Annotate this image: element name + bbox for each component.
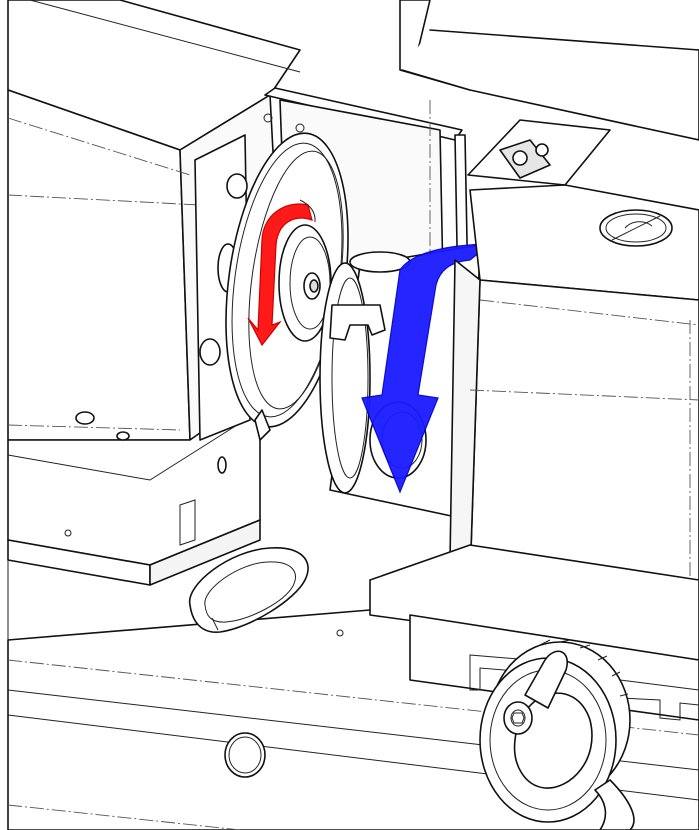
- curved-arrow-down-icon: [247, 203, 313, 347]
- handwheel-hub-screw: [503, 701, 533, 735]
- wheel-rotation-arrow: [247, 199, 316, 347]
- curved-arrow-down-icon: [361, 243, 492, 494]
- sensor-block: [467, 119, 611, 186]
- wheel-hub-and-nut: [278, 224, 332, 342]
- handwheel-handle[interactable]: [524, 650, 569, 709]
- base-plug: [224, 732, 266, 778]
- mount-bolt-upper: [226, 173, 248, 199]
- chuck-rotation-arrow: [361, 243, 492, 494]
- no-hands-warning-icon: [599, 209, 673, 247]
- base-bolt: [75, 411, 95, 425]
- cross-slide-handwheel[interactable]: [479, 639, 635, 830]
- coolant-slot: [189, 547, 309, 633]
- workhead-housing: [449, 184, 699, 621]
- mount-bolt-lower: [199, 338, 221, 366]
